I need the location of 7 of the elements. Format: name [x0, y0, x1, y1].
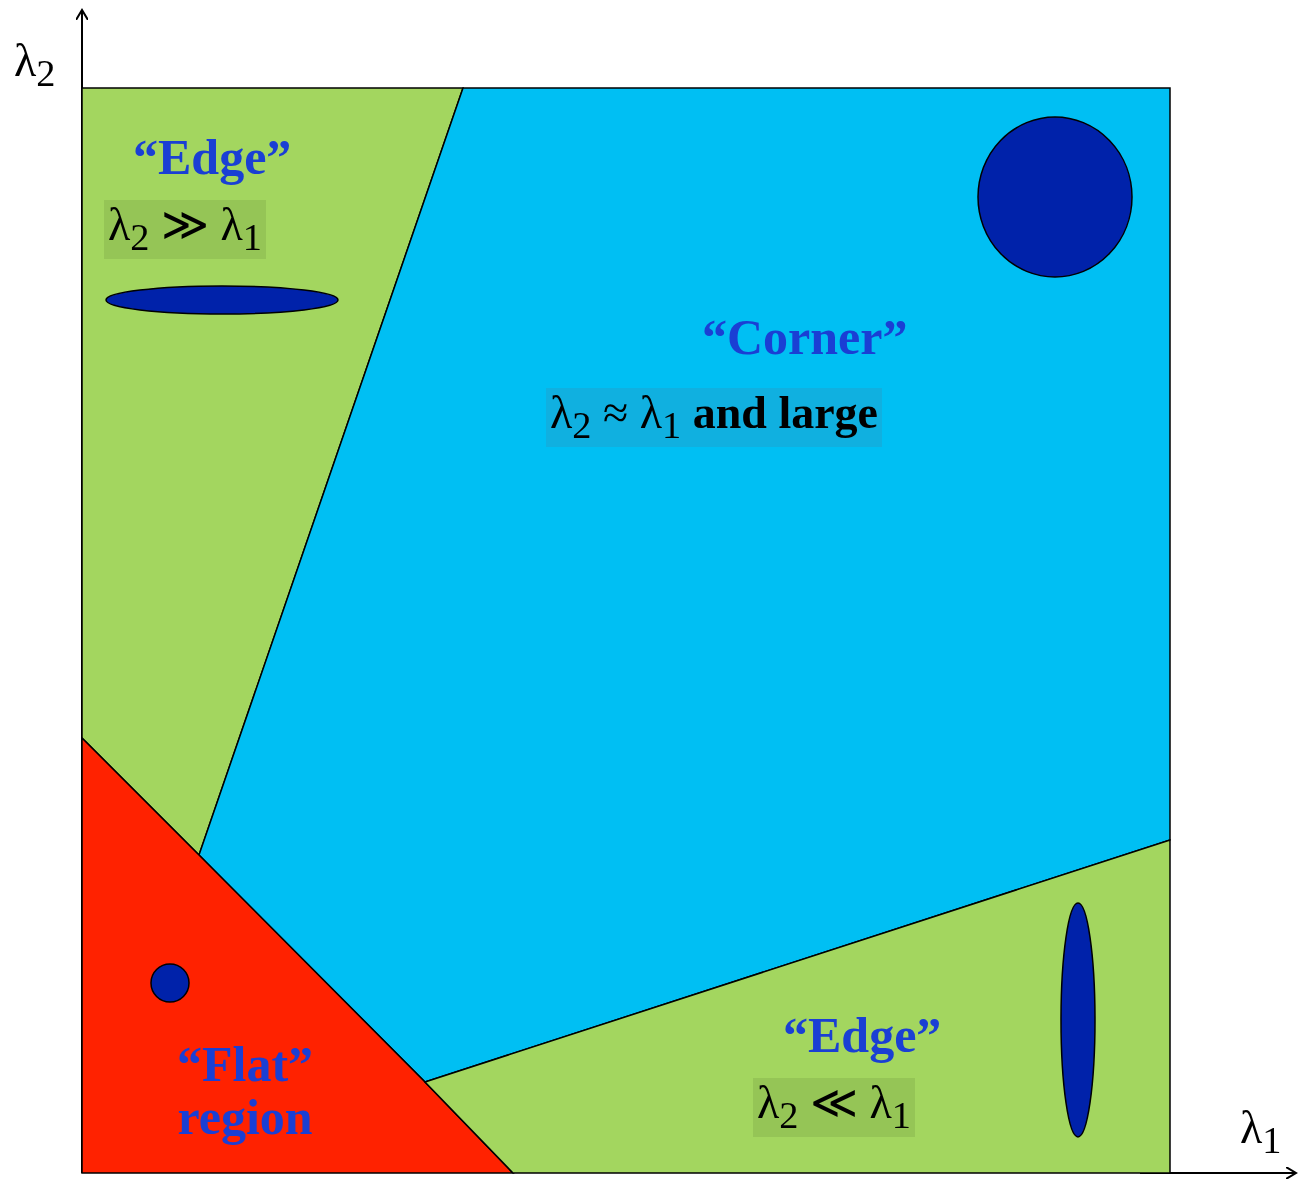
condition-formula: λ$_{2}$ ≫ λ$_{1}$ — [104, 200, 266, 259]
condition-formula: λ$_{2}$ ≪ λ$_{1}$ — [753, 1078, 915, 1137]
condition-formula: λ$_{2}$ ≈ λ$_{1}$ and large — [546, 388, 882, 447]
region-title: “Corner” — [702, 312, 908, 362]
region-title: “Flat” region — [175, 1038, 315, 1143]
axis-label: λ$_{2}$ — [14, 38, 56, 93]
axis-label: λ$_{1}$ — [1240, 1105, 1282, 1160]
